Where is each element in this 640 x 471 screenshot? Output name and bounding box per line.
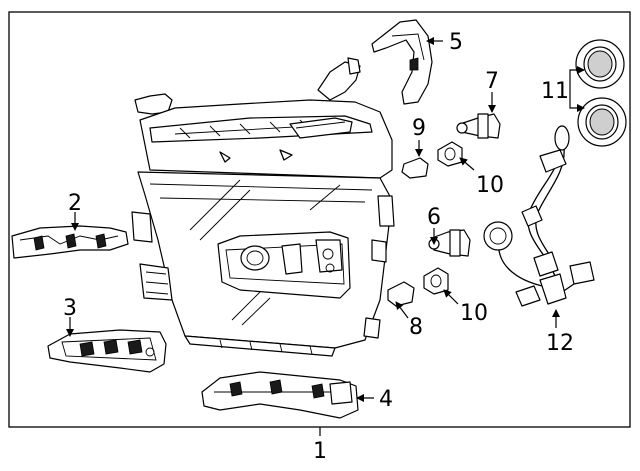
callout-10-upper: 10 <box>476 173 504 198</box>
callout-3: 3 <box>63 296 77 321</box>
part-5-bracket <box>371 19 433 105</box>
part-10-socket-upper <box>437 141 463 167</box>
callout-5: 5 <box>449 30 463 55</box>
callout-6: 6 <box>427 205 441 230</box>
headlamp-assembly <box>131 57 395 357</box>
callout-4: 4 <box>379 387 393 412</box>
part-11-seals <box>575 39 627 147</box>
callout-9: 9 <box>412 116 426 141</box>
part-9-cap <box>401 157 429 179</box>
callout-1: 1 <box>313 439 327 464</box>
callout-8: 8 <box>409 315 423 340</box>
part-12-harness <box>483 125 595 307</box>
callout-2: 2 <box>68 191 82 216</box>
callout-10-lower: 10 <box>460 301 488 326</box>
part-8-cap <box>387 281 415 307</box>
part-6-bulb <box>428 229 471 257</box>
callout-11: 11 <box>541 79 569 104</box>
callout-7: 7 <box>485 69 499 94</box>
part-2-bracket <box>11 225 129 259</box>
part-7-bulb <box>456 113 501 139</box>
leader-lines <box>66 37 585 402</box>
part-3-bracket <box>47 329 167 373</box>
part-4-support <box>201 371 359 419</box>
callout-12: 12 <box>546 331 574 356</box>
